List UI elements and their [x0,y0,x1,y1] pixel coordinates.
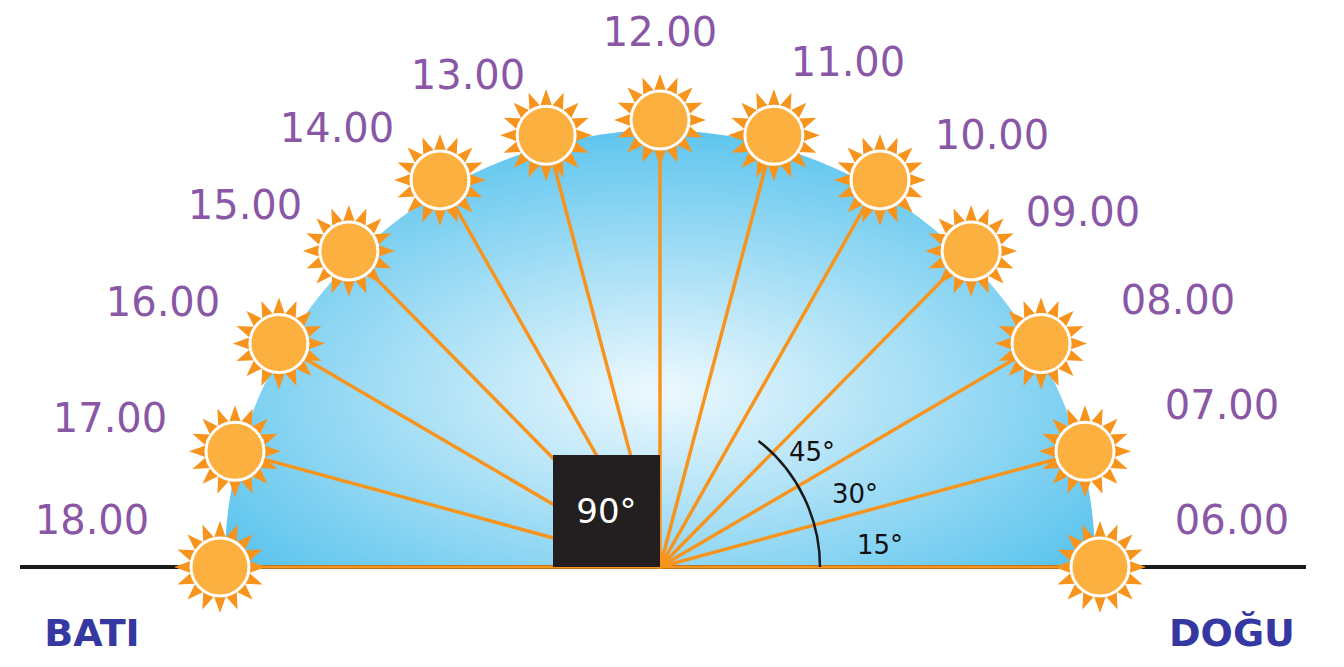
sun-disc [1056,422,1114,480]
sun-spikes [500,89,592,181]
sun-spikes [614,74,706,166]
sun-disc [745,106,803,164]
sun-rays [220,120,1100,567]
time-label: 14.00 [280,108,395,148]
sun-ray [660,344,1041,568]
sun-ray [279,344,660,568]
sun [995,298,1087,390]
direction-label: DOĞU [1169,614,1295,652]
sun-ray [660,251,971,567]
suns [174,74,1146,613]
sun-spikes [995,298,1087,390]
time-label: 15.00 [188,185,303,225]
sun-spikes [303,205,395,297]
sun-ray [660,451,1085,567]
time-label: 10.00 [935,115,1050,155]
time-label: 18.00 [35,500,150,540]
sun-ray [235,451,660,567]
sun [174,521,266,613]
sun [1039,405,1131,497]
sun [303,205,395,297]
sun-spikes [834,134,926,226]
sun [834,134,926,226]
sun-disc [851,151,909,209]
angle-label: 45° [789,439,835,465]
sun [500,89,592,181]
sun-disc [250,315,308,373]
sun [233,298,325,390]
sun-ray [660,180,880,567]
sun-spikes [728,89,820,181]
time-label: 16.00 [106,282,221,322]
sun-spikes [394,134,486,226]
sun-disc [191,538,249,596]
time-label: 06.00 [1175,500,1290,540]
sun [614,74,706,166]
sun-spikes [189,405,281,497]
sun [189,405,281,497]
sun-disc [411,151,469,209]
time-label: 12.00 [603,12,718,52]
sun-ray [546,135,660,567]
time-label: 07.00 [1165,385,1280,425]
sun-spikes [925,205,1017,297]
sun [394,134,486,226]
direction-label: BATI [44,614,139,652]
angle-box: 90° [553,455,660,567]
sun-disc [942,222,1000,280]
sun-ray [660,135,774,567]
sun [925,205,1017,297]
sun-disc [320,222,378,280]
sun-ray [660,565,1100,569]
sun [728,89,820,181]
sun-spikes [1054,521,1146,613]
sun-disc [517,106,575,164]
time-label: 09.00 [1026,192,1141,232]
angle-value: 90° [576,491,636,531]
sun-disc [1012,315,1070,373]
sun-disc [631,91,689,149]
sun-ray [440,180,660,567]
angle-label: 15° [857,532,903,558]
sun-spikes [1039,405,1131,497]
time-label: 08.00 [1121,280,1236,320]
time-label: 17.00 [53,398,168,438]
sun-ray [349,251,660,567]
time-label: 11.00 [791,42,906,82]
sun-spikes [233,298,325,390]
sun-disc [1071,538,1129,596]
sun-spikes [174,521,266,613]
sun-disc [206,422,264,480]
angle-label: 30° [832,481,878,507]
sun [1054,521,1146,613]
time-label: 13.00 [411,55,526,95]
